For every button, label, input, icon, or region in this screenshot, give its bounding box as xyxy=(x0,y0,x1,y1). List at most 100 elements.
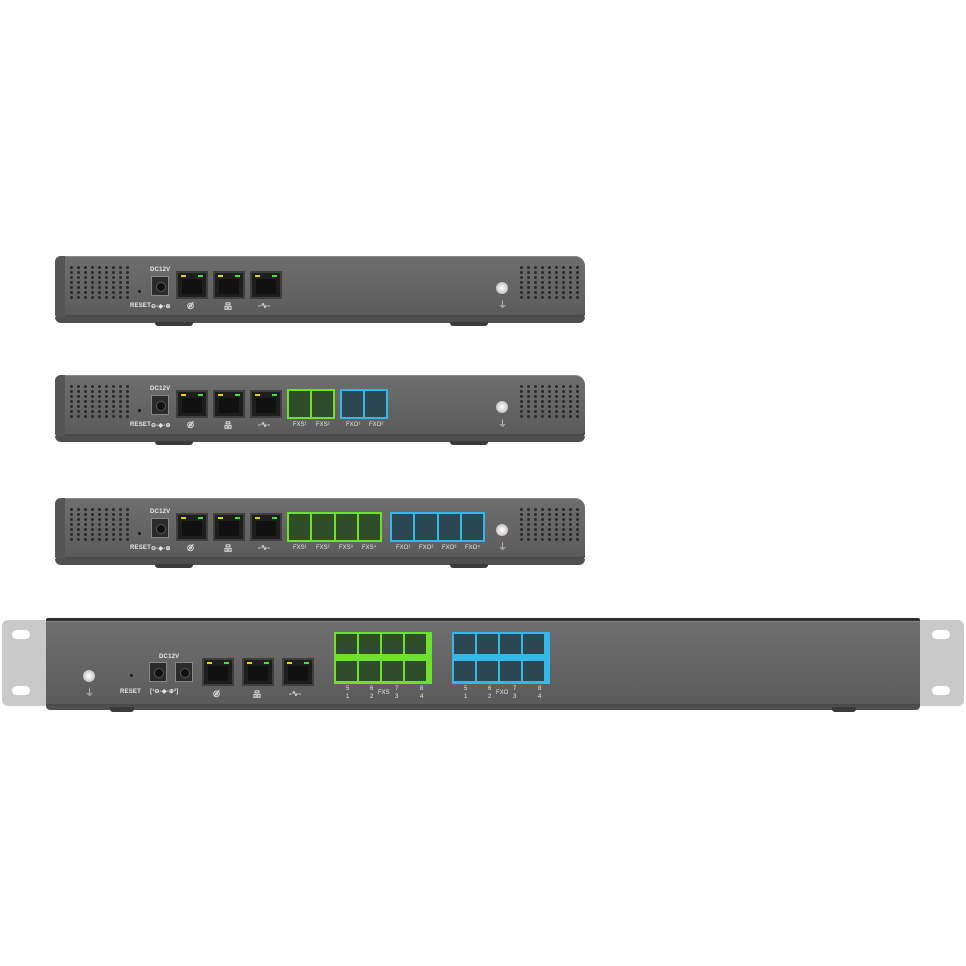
vent-left xyxy=(70,508,131,541)
reset-label: RESET xyxy=(130,545,152,551)
ethernet-port-lan[interactable] xyxy=(213,513,245,541)
fxo-number-3: 3 xyxy=(513,694,517,700)
fxs-port-group xyxy=(287,389,335,419)
vent-right xyxy=(520,508,581,541)
fxo-port-7[interactable] xyxy=(500,634,521,654)
heartbeat-icon: -∿- xyxy=(289,689,302,698)
foot xyxy=(155,322,193,326)
heartbeat-icon: -∿- xyxy=(258,301,271,310)
fxs-port-1[interactable] xyxy=(289,514,311,540)
fxs-port-block xyxy=(334,632,432,684)
device-base-model: RESET DC12V ⊖-◆-⊕ ◎̸ 品 -∿- ⏚ xyxy=(55,256,585,326)
ethernet-port-wan[interactable] xyxy=(176,513,208,541)
fxs-port-7[interactable] xyxy=(382,634,403,654)
reset-label: RESET xyxy=(130,303,152,309)
fxs-port-4[interactable] xyxy=(358,514,380,540)
fxs-port-4[interactable] xyxy=(405,661,426,681)
fxo-port-5[interactable] xyxy=(454,634,475,654)
power-label: DC12V xyxy=(159,654,180,660)
ethernet-port-heartbeat[interactable] xyxy=(250,271,282,299)
ethernet-port-wan[interactable] xyxy=(176,271,208,299)
fxo-port-3[interactable] xyxy=(438,514,460,540)
fxs-port-3[interactable] xyxy=(382,661,403,681)
fxo-number-8: 8 xyxy=(538,686,542,692)
ethernet-port-heartbeat[interactable] xyxy=(250,513,282,541)
fxs-label-1: FXS¹ xyxy=(293,545,307,551)
fxs-port-2[interactable] xyxy=(312,514,334,540)
fxo-port-1[interactable] xyxy=(392,514,414,540)
fxo-port-1[interactable] xyxy=(342,391,363,417)
reset-label: RESET xyxy=(120,689,142,695)
fxo-port-2[interactable] xyxy=(477,661,498,681)
fxs-port-5[interactable] xyxy=(336,634,357,654)
fxo-port-block xyxy=(452,632,550,684)
reset-button[interactable] xyxy=(138,532,141,535)
rack-ear-left xyxy=(2,620,50,706)
fxo-port-2[interactable] xyxy=(365,391,386,417)
fxs-number-6: 6 xyxy=(370,686,374,692)
fxo-port-4[interactable] xyxy=(461,514,483,540)
fxs-port-8[interactable] xyxy=(405,634,426,654)
fxs-number-4: 4 xyxy=(420,694,424,700)
lan-icon: 品 xyxy=(224,421,232,430)
fxo-number-4: 4 xyxy=(538,694,542,700)
power-label: DC12V xyxy=(150,386,171,392)
wan-icon: ◎̸ xyxy=(187,420,194,429)
fxs-port-2[interactable] xyxy=(312,391,333,417)
fxs-number-8: 8 xyxy=(420,686,424,692)
fxs-port-6[interactable] xyxy=(359,634,380,654)
vent-right xyxy=(520,385,581,418)
ground-icon: ⏚ xyxy=(498,300,508,310)
heartbeat-icon: -∿- xyxy=(258,543,271,552)
fxs-number-7: 7 xyxy=(395,686,399,692)
fxs-port-2[interactable] xyxy=(359,661,380,681)
dc-power-jack-1[interactable] xyxy=(149,662,167,682)
lan-icon: 品 xyxy=(224,302,232,311)
fxs-number-5: 5 xyxy=(346,686,350,692)
fxo-port-2[interactable] xyxy=(415,514,437,540)
dc-power-jack-2[interactable] xyxy=(175,662,193,682)
reset-button[interactable] xyxy=(138,409,141,412)
ethernet-port-lan[interactable] xyxy=(242,658,274,686)
polarity-label: ⊖-◆-⊕ xyxy=(151,546,171,552)
dc-power-jack[interactable] xyxy=(151,518,169,538)
fxs-number-3: 3 xyxy=(395,694,399,700)
rack-ear-right xyxy=(916,620,964,706)
reset-button[interactable] xyxy=(138,290,141,293)
fxs-port-group xyxy=(287,512,382,542)
dc-power-jack[interactable] xyxy=(151,276,169,296)
ground-icon: ⏚ xyxy=(498,542,508,552)
ethernet-port-wan[interactable] xyxy=(202,658,234,686)
fxo-port-8[interactable] xyxy=(523,634,544,654)
fxs-port-1[interactable] xyxy=(289,391,310,417)
fxo-label-4: FXO⁴ xyxy=(465,545,480,551)
wan-icon: ◎̸ xyxy=(213,689,220,698)
fxo-port-group xyxy=(340,389,388,419)
ethernet-port-heartbeat[interactable] xyxy=(282,658,314,686)
fxo-port-1[interactable] xyxy=(454,661,475,681)
fxs-label-3: FXS³ xyxy=(339,545,353,551)
fxs-port-3[interactable] xyxy=(335,514,357,540)
vent-left xyxy=(70,385,131,418)
dc-power-jack[interactable] xyxy=(151,395,169,415)
ethernet-port-wan[interactable] xyxy=(176,390,208,418)
foot xyxy=(110,707,134,712)
ethernet-port-heartbeat[interactable] xyxy=(250,390,282,418)
lan-icon: 品 xyxy=(224,544,232,553)
ground-screw xyxy=(496,282,508,294)
vent-right xyxy=(520,266,581,299)
reset-button[interactable] xyxy=(130,674,133,677)
fxs-number-1: 1 xyxy=(346,694,350,700)
fxo-port-6[interactable] xyxy=(477,634,498,654)
fxo-port-3[interactable] xyxy=(500,661,521,681)
ethernet-port-lan[interactable] xyxy=(213,390,245,418)
fxo-port-group xyxy=(390,512,485,542)
foot xyxy=(450,441,488,445)
foot xyxy=(155,564,193,568)
ethernet-port-lan[interactable] xyxy=(213,271,245,299)
vent-left xyxy=(70,266,131,299)
wan-icon: ◎̸ xyxy=(187,301,194,310)
fxo-port-4[interactable] xyxy=(523,661,544,681)
power-label: DC12V xyxy=(150,509,171,515)
fxs-port-1[interactable] xyxy=(336,661,357,681)
